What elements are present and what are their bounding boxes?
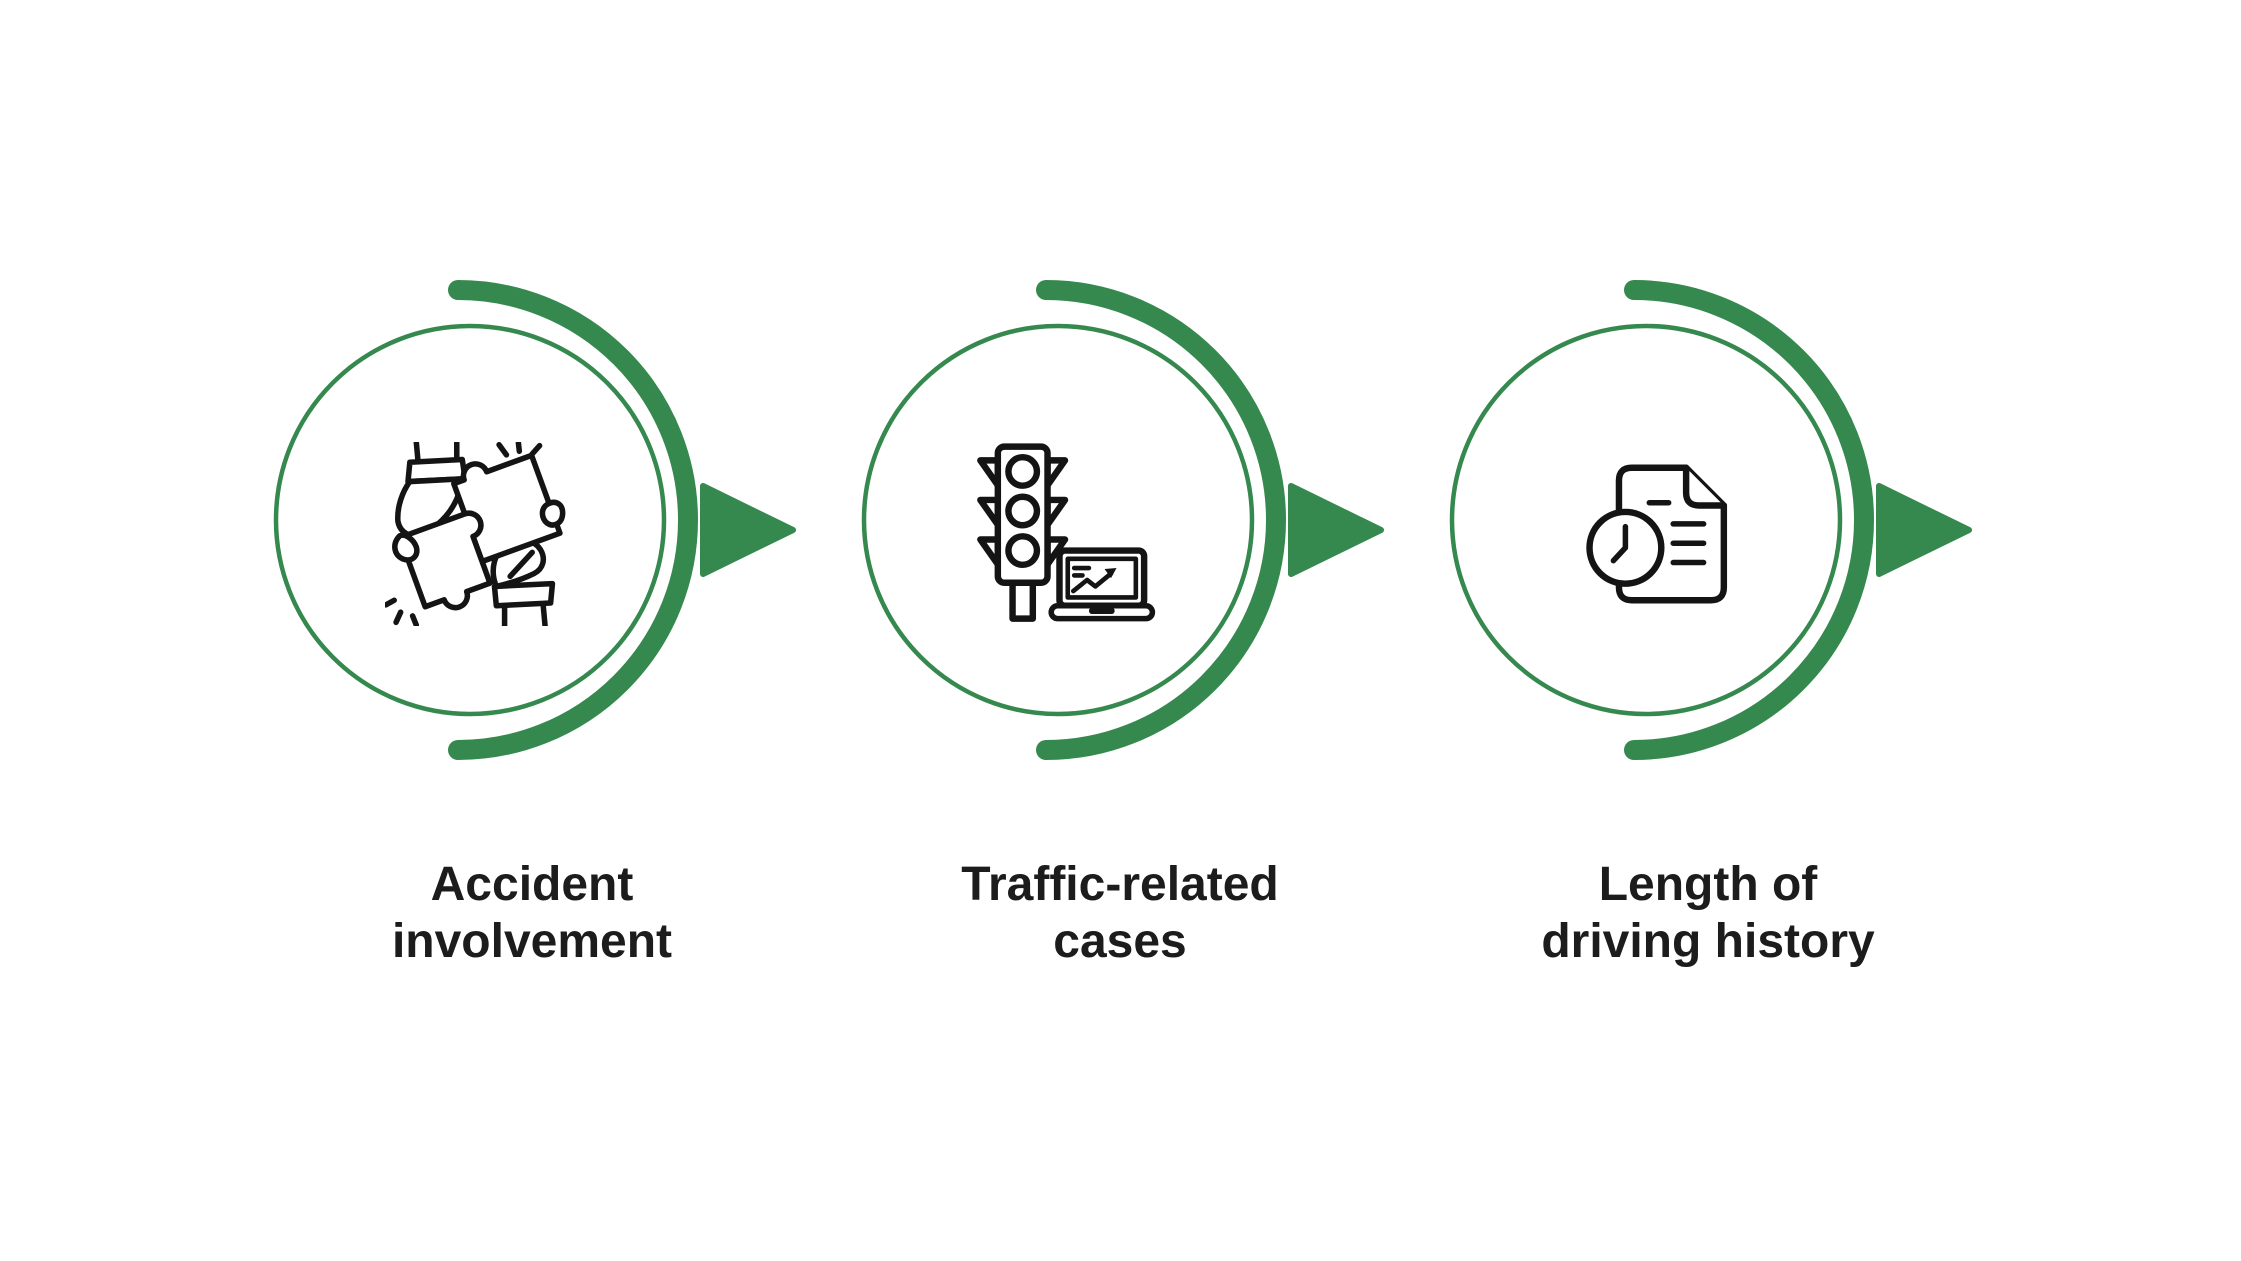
step-item-traffic (813, 270, 1393, 770)
progress-arc (448, 280, 698, 760)
step-label-accident: Accident involvement (391, 858, 673, 969)
arrow-right-icon (1876, 483, 1972, 577)
step-label-traffic: Traffic-related cases (961, 858, 1279, 969)
step-circle (861, 323, 1255, 717)
step-item-history (1401, 270, 1981, 770)
arrow-right-icon (1288, 483, 1384, 577)
document-clock-icon (1586, 464, 1728, 604)
progress-arc (1624, 280, 1874, 760)
progress-arc (1036, 280, 1286, 760)
step-ring (861, 280, 1384, 760)
arrow-right-icon (700, 483, 796, 577)
step-label-history: Length of driving history (1541, 858, 1875, 969)
puzzle-hands-icon (385, 442, 566, 626)
step-item-accident (225, 270, 805, 770)
traffic-light-laptop-icon (977, 443, 1156, 622)
